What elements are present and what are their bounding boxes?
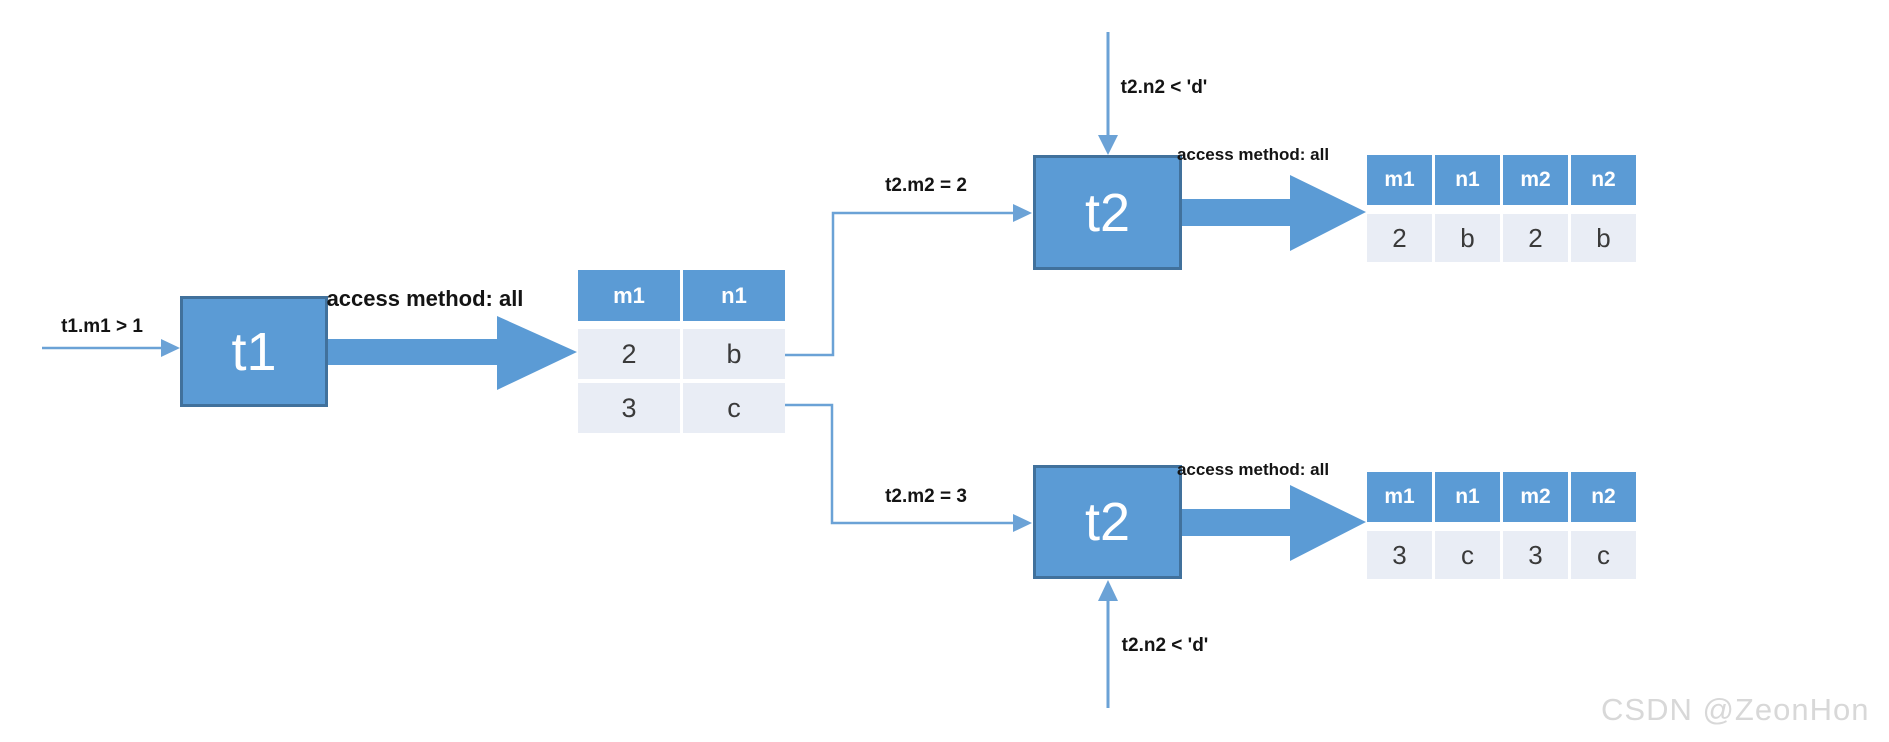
table-cell: 3 xyxy=(578,383,680,433)
table-header-cell: n1 xyxy=(1435,155,1500,205)
t2-bottom-filter-label: t2.n2 < 'd' xyxy=(1121,635,1209,656)
t1-filter-arrowhead-icon xyxy=(161,339,180,357)
csdn-watermark: CSDN @ZeonHon xyxy=(1601,692,1870,727)
table-cell: c xyxy=(683,383,785,433)
t2-bottom-node: t2 xyxy=(1033,465,1182,579)
table-header-cell: n1 xyxy=(683,270,785,321)
table-header-cell: m1 xyxy=(1367,155,1432,205)
t1-node: t1 xyxy=(180,296,328,407)
row-b-to-t2-connector xyxy=(785,211,1013,357)
table-cell: b xyxy=(1571,214,1636,262)
table-cell: b xyxy=(683,329,785,379)
table-header-cell: m1 xyxy=(1367,472,1432,522)
t2-top-access-method-label: access method: all xyxy=(1176,145,1330,164)
table-header-cell: m2 xyxy=(1503,155,1568,205)
t2-top-node: t2 xyxy=(1033,155,1182,270)
row-c-arrowhead-icon xyxy=(1013,514,1032,532)
t1-filter-label: t1.m1 > 1 xyxy=(61,316,143,337)
table-cell: 3 xyxy=(1503,531,1568,579)
t2-bottom-access-method-label: access method: all xyxy=(1176,460,1330,479)
table-cell: 3 xyxy=(1367,531,1432,579)
table-header-cell: m1 xyxy=(578,270,680,321)
t2-top-filter-arrowhead-icon xyxy=(1098,135,1118,155)
t1-scan-block-arrow-icon xyxy=(328,316,577,390)
t2-top-join-condition-label: t2.m2 = 2 xyxy=(885,175,967,196)
table-header-cell: n2 xyxy=(1571,472,1636,522)
table-cell: 2 xyxy=(578,329,680,379)
t2-top-filter-label: t2.n2 < 'd' xyxy=(1120,77,1208,98)
t2-top-scan-block-arrow-icon xyxy=(1182,175,1366,251)
t2-bottom-filter-arrowhead-icon xyxy=(1098,580,1118,601)
table-cell: 2 xyxy=(1367,214,1432,262)
table-header-cell: n2 xyxy=(1571,155,1636,205)
t1-access-method-label: access method: all xyxy=(326,286,524,311)
table-header-cell: n1 xyxy=(1435,472,1500,522)
table-cell: c xyxy=(1571,531,1636,579)
table-header-cell: m2 xyxy=(1503,472,1568,522)
row-c-to-t2-connector xyxy=(785,403,1013,525)
row-b-arrowhead-icon xyxy=(1013,204,1032,222)
t2-bottom-scan-block-arrow-icon xyxy=(1182,485,1366,561)
table-cell: c xyxy=(1435,531,1500,579)
t2-bottom-join-condition-label: t2.m2 = 3 xyxy=(885,486,967,507)
table-cell: b xyxy=(1435,214,1500,262)
table-cell: 2 xyxy=(1503,214,1568,262)
